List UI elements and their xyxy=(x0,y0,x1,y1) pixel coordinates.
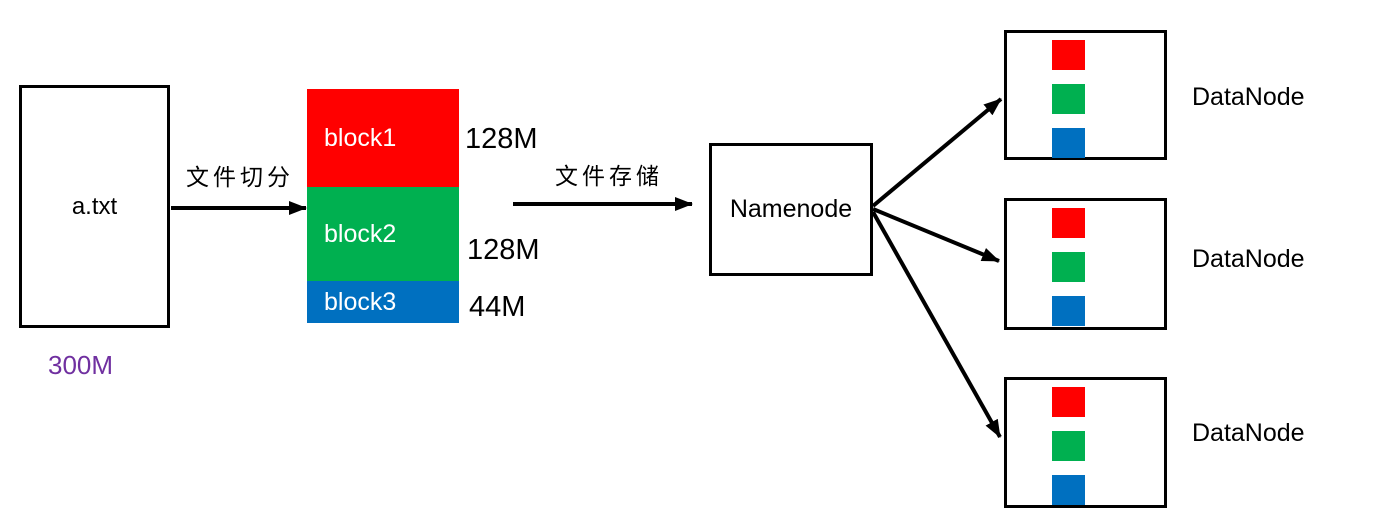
block2-replica-square xyxy=(1052,84,1085,114)
datanode-3-replicas xyxy=(1052,387,1085,505)
block1-replica-square xyxy=(1052,40,1085,70)
block2-rect: block2 xyxy=(307,187,459,281)
namenode-to-datanode-3-arrow xyxy=(871,211,1002,438)
namenode-to-datanode-2-arrow xyxy=(872,207,1000,263)
block2-replica-square xyxy=(1052,252,1085,282)
datanode-2-replicas xyxy=(1052,208,1085,326)
block2-label: block2 xyxy=(324,219,397,248)
datanode-2-box xyxy=(1004,198,1167,330)
datanode-1-box xyxy=(1004,30,1167,160)
block3-size-label: 44M xyxy=(469,291,526,323)
datanode-2-label: DataNode xyxy=(1192,245,1305,273)
block1-rect: block1 xyxy=(307,89,459,187)
block1-replica-square xyxy=(1052,208,1085,238)
source-file-name: a.txt xyxy=(71,192,118,220)
block-stack: block1 block2 block3 xyxy=(307,89,459,323)
block1-replica-square xyxy=(1052,387,1085,417)
source-file-box: a.txt xyxy=(19,85,170,328)
block2-size-label: 128M xyxy=(467,234,540,266)
block3-replica-square xyxy=(1052,128,1085,158)
block3-replica-square xyxy=(1052,296,1085,326)
block1-size-label: 128M xyxy=(465,123,538,155)
datanode-3-box xyxy=(1004,377,1167,508)
block1-label: block1 xyxy=(324,123,397,152)
datanode-1-replicas xyxy=(1052,40,1085,158)
datanode-3-label: DataNode xyxy=(1192,419,1305,447)
datanode-1-label: DataNode xyxy=(1192,83,1305,111)
source-file-size: 300M xyxy=(48,350,114,380)
split-arrow-label: 文件切分 xyxy=(186,164,294,190)
store-arrow-label: 文件存储 xyxy=(555,163,663,189)
block3-rect: block3 xyxy=(307,281,459,323)
block3-label: block3 xyxy=(324,287,397,316)
block2-replica-square xyxy=(1052,431,1085,461)
namenode-label: Namenode xyxy=(729,195,853,223)
namenode-to-datanode-1-arrow xyxy=(871,97,1003,208)
block3-replica-square xyxy=(1052,475,1085,505)
namenode-box: Namenode xyxy=(709,143,873,276)
